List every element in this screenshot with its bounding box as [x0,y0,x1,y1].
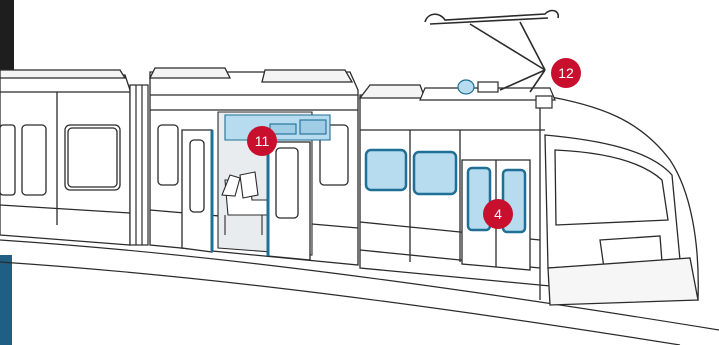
left-edge-strip [0,0,14,70]
pantograph [424,9,560,93]
marker-11-label: 11 [255,133,270,149]
rear-car [0,69,131,246]
marker-4: 4 [483,199,513,229]
middle-doors [181,129,311,261]
left-blue-strip [0,255,12,345]
front-windows [364,148,458,196]
articulation-joint [129,84,149,246]
roof-equipment [419,79,556,109]
marker-12: 12 [551,58,581,88]
marker-12-label: 12 [558,65,574,81]
marker-4-label: 4 [494,206,502,222]
track [0,239,719,345]
marker-11: 11 [247,126,277,156]
